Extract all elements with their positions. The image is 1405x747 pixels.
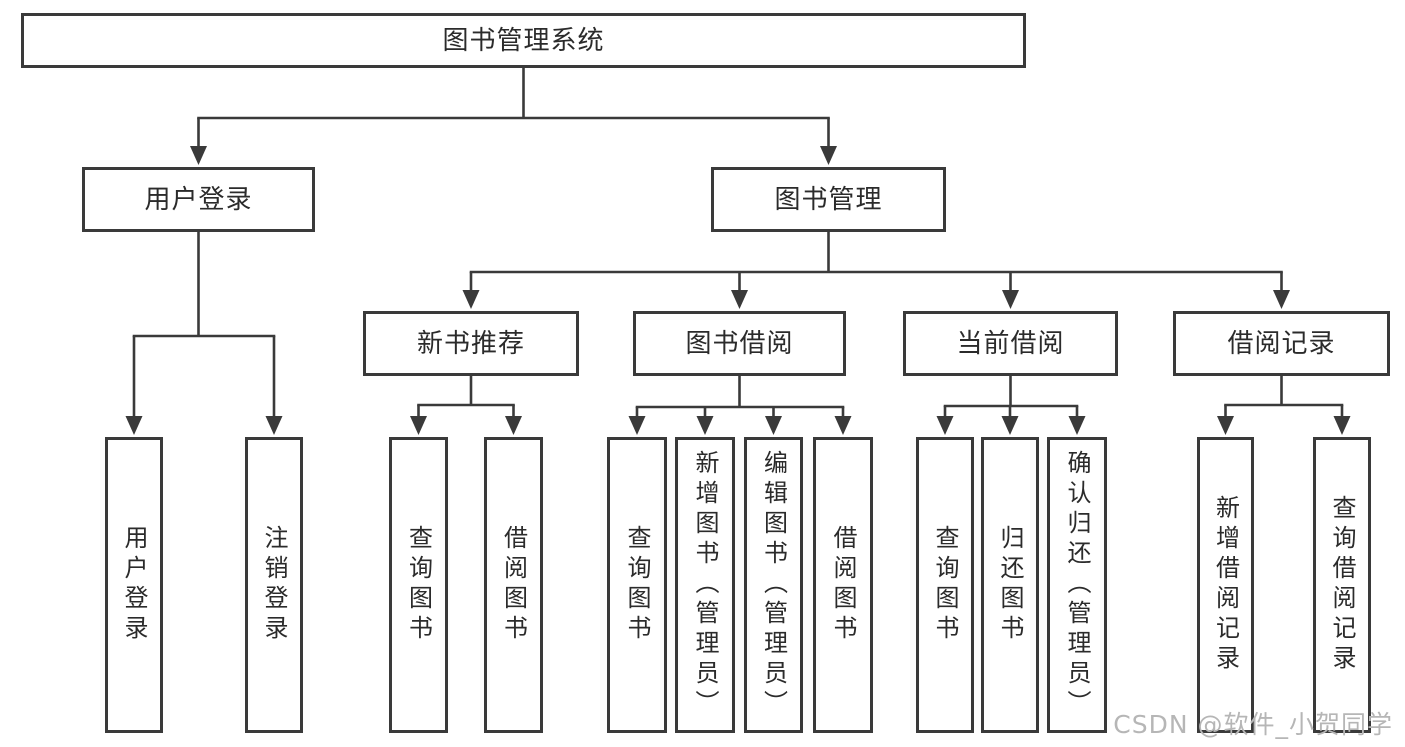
csdn-watermark: CSDN @软件_小贺同学 [1113, 710, 1393, 739]
arrowhead-icon [1068, 416, 1086, 435]
node-borrow-record: 借阅记录 [1173, 311, 1390, 376]
arrowhead-icon [1001, 416, 1019, 435]
node-label-book-borrow: 图书借阅 [685, 328, 794, 359]
node-label-book-mgmt: 图书管理 [774, 184, 883, 215]
node-br-add: 新增借阅记录 [1197, 437, 1254, 733]
node-label-bb-edit: 编辑图书（管理员） [759, 450, 788, 720]
node-book-mgmt: 图书管理 [711, 167, 946, 232]
arrowhead-icon [834, 416, 852, 435]
node-label-user-login: 用户登录 [144, 184, 253, 215]
node-book-borrow: 图书借阅 [633, 311, 846, 376]
arrowhead-icon [696, 416, 714, 435]
arrowhead-icon [628, 416, 646, 435]
node-label-new-book: 新书推荐 [416, 328, 525, 359]
arrowhead-icon [505, 416, 522, 435]
arrowhead-icon [265, 416, 283, 435]
arrowhead-icon [125, 416, 143, 435]
node-label-current-borrow: 当前借阅 [956, 328, 1065, 359]
node-br-query: 查询借阅记录 [1313, 437, 1371, 733]
node-logout: 注销登录 [245, 437, 303, 733]
arrowhead-icon [1273, 290, 1290, 309]
node-label-bb-borrow: 借阅图书 [829, 525, 857, 645]
node-current-borrow: 当前借阅 [903, 311, 1118, 376]
node-label-cb-query: 查询图书 [931, 525, 959, 645]
arrowhead-icon [765, 416, 782, 435]
arrowhead-icon [462, 290, 480, 309]
node-label-logout: 注销登录 [260, 525, 288, 645]
node-label-cb-confirm: 确认归还（管理员） [1063, 450, 1091, 720]
node-bb-query: 查询图书 [607, 437, 667, 733]
node-nb-query: 查询图书 [389, 437, 448, 733]
node-nb-borrow: 借阅图书 [484, 437, 543, 733]
arrowhead-icon [1002, 290, 1019, 309]
node-label-cb-return: 归还图书 [996, 525, 1024, 645]
node-bb-borrow: 借阅图书 [813, 437, 873, 733]
arrowhead-icon [731, 290, 748, 309]
node-user-login: 用户登录 [82, 167, 315, 232]
arrowhead-icon [936, 416, 954, 435]
node-label-nb-query: 查询图书 [404, 525, 433, 645]
arrowhead-icon [410, 416, 427, 435]
node-new-book: 新书推荐 [363, 311, 579, 376]
node-label-br-add: 新增借阅记录 [1211, 495, 1240, 675]
node-cb-return: 归还图书 [981, 437, 1039, 733]
node-label-bb-add: 新增图书（管理员） [691, 450, 719, 720]
node-cb-confirm: 确认归还（管理员） [1047, 437, 1107, 733]
node-cb-query: 查询图书 [916, 437, 974, 733]
node-label-login: 用户登录 [120, 525, 148, 645]
node-label-nb-borrow: 借阅图书 [499, 525, 528, 645]
node-label-borrow-record: 借阅记录 [1227, 328, 1336, 359]
node-bb-add: 新增图书（管理员） [675, 437, 735, 733]
node-label-br-query: 查询借阅记录 [1328, 495, 1356, 675]
arrowhead-icon [1217, 416, 1234, 435]
node-root: 图书管理系统 [21, 13, 1026, 68]
node-login: 用户登录 [105, 437, 163, 733]
arrowhead-icon [1333, 416, 1351, 435]
arrowhead-icon [820, 146, 837, 165]
node-label-root: 图书管理系统 [442, 25, 605, 56]
node-bb-edit: 编辑图书（管理员） [744, 437, 803, 733]
arrowhead-icon [190, 146, 207, 165]
node-label-bb-query: 查询图书 [623, 525, 651, 645]
